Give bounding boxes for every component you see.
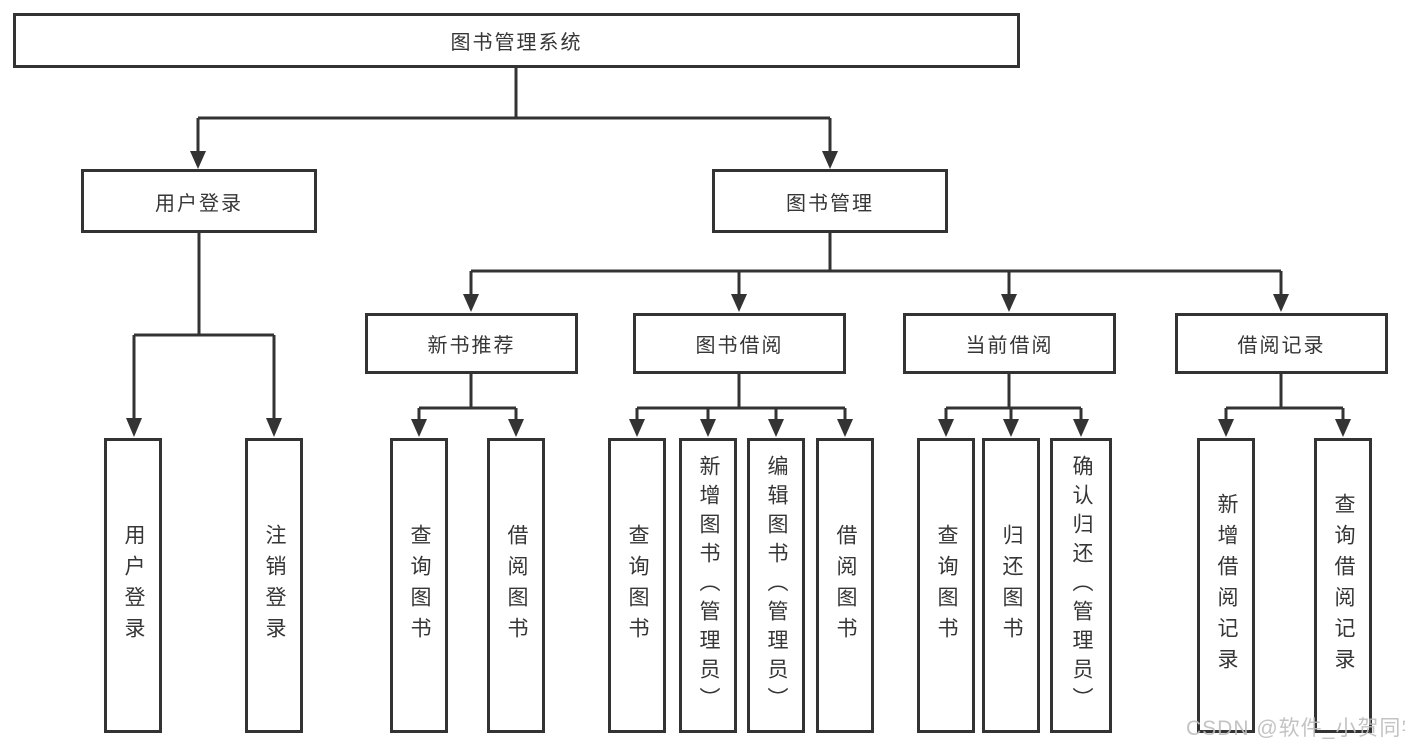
leaf-logout: 注销登录 [245,438,303,733]
arrow-icon [190,151,206,169]
leaf-recommend-query-book: 查询图书 [390,438,448,733]
node-user-login: 用户登录 [81,169,317,233]
arrow-icon [508,419,524,437]
leaf-current-query-book: 查询图书 [917,438,975,733]
arrow-icon [822,151,838,169]
node-current-borrow: 当前借阅 [903,313,1116,374]
arrow-icon [1001,294,1017,312]
leaf-user-login: 用户登录 [104,438,162,733]
leaf-return-book: 归还图书 [982,438,1040,733]
arrow-icon [1003,419,1019,437]
node-new-book-recommend: 新书推荐 [365,313,578,374]
node-library-system: 图书管理系统 [13,13,1020,68]
arrow-icon [1335,419,1351,437]
leaf-recommend-borrow-book: 借阅图书 [487,438,545,733]
connector-book-borrow [635,374,847,421]
leaf-borrow-query-book: 查询图书 [608,438,666,733]
arrow-icon [411,419,427,437]
node-borrow-records: 借阅记录 [1175,313,1388,374]
arrow-icon [731,294,747,312]
arrow-icon [266,418,282,437]
arrow-icon [126,418,142,437]
arrow-icon [700,419,716,437]
leaf-query-borrow-record: 查询借阅记录 [1314,438,1372,733]
arrow-icon [1073,419,1089,437]
arrow-icon [463,294,479,312]
leaf-confirm-return-admin: 确认归还（管理员） [1050,438,1112,733]
node-book-management: 图书管理 [712,169,948,233]
leaf-add-borrow-record: 新增借阅记录 [1197,438,1255,733]
arrow-icon [837,419,853,437]
connector-user-login [132,233,276,420]
arrow-icon [1273,294,1289,312]
leaf-edit-book-admin: 编辑图书（管理员） [747,438,805,733]
node-book-borrow: 图书借阅 [633,313,846,374]
csdn-watermark: CSDN @软件_小贺同学 [1186,717,1405,740]
connector-root [196,68,832,153]
arrow-icon [938,419,954,437]
leaf-borrow-book: 借阅图书 [816,438,874,733]
connector-current-borrow [944,374,1083,421]
leaf-add-book-admin: 新增图书（管理员） [679,438,737,733]
arrow-icon [768,419,784,437]
arrow-icon [629,419,645,437]
connector-borrow-records [1224,374,1345,421]
connector-new-book [417,374,518,421]
connector-book-management [469,233,1283,296]
arrow-icon [1218,419,1234,437]
